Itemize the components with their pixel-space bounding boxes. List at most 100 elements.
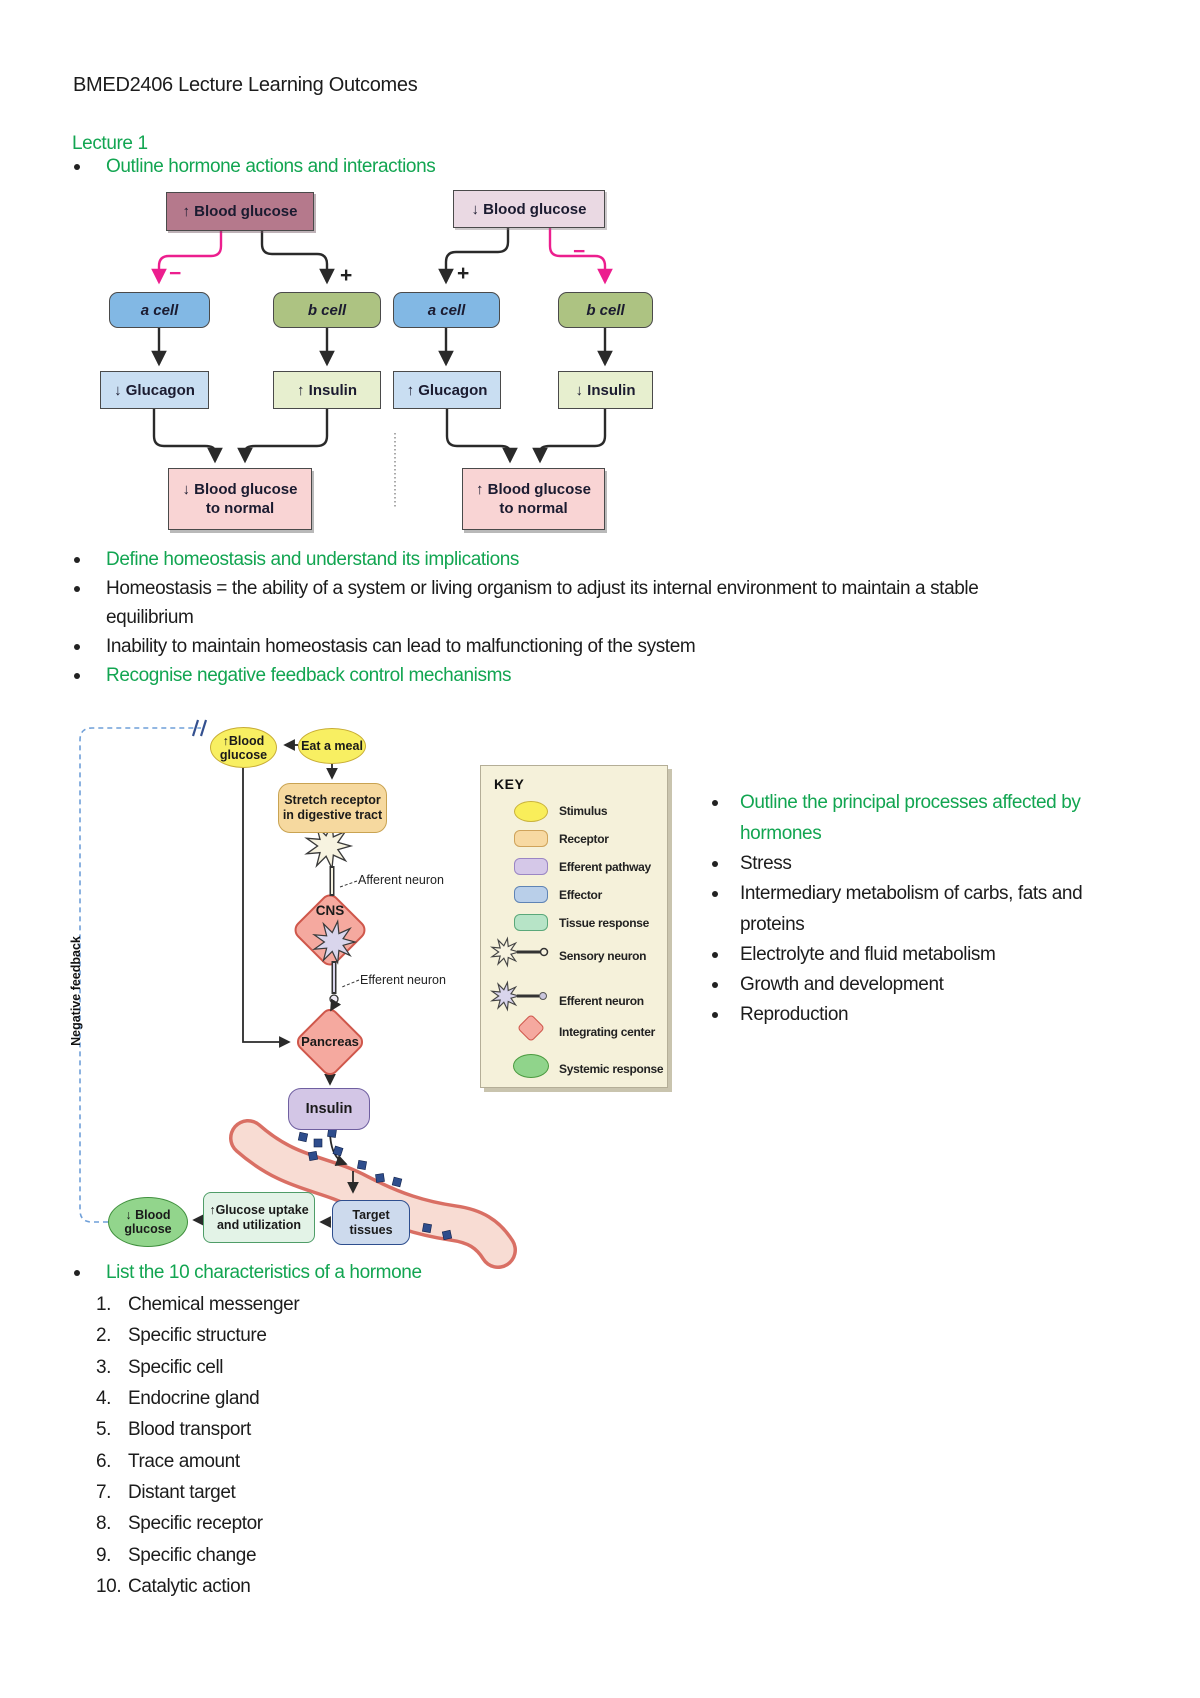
- bullet-dot: [74, 673, 80, 679]
- target-tissues-box: Target tissues: [332, 1200, 410, 1245]
- key-legend: KEY Stimulus Receptor Efferent pathway E…: [480, 765, 668, 1088]
- a-cell-label: a cell: [140, 301, 179, 319]
- item-text: Distant target: [128, 1482, 236, 1504]
- insulin-box-right: ↓ Insulin: [558, 371, 653, 409]
- item-text: Specific change: [128, 1544, 257, 1566]
- item-text: Blood transport: [128, 1419, 251, 1441]
- outcome-define-homeostasis: Define homeostasis and understand its im…: [106, 549, 520, 570]
- receptor-swatch: [514, 830, 548, 847]
- process-electrolyte-fluid: Electrolyte and fluid metabolism: [740, 944, 996, 965]
- b-cell-box-left: b cell: [273, 292, 381, 328]
- response-blood-glucose-ellipse: ↓ Blood glucose: [108, 1197, 188, 1247]
- item-number: 8.: [96, 1513, 112, 1535]
- high-blood-glucose-box: ↑ Blood glucose: [166, 192, 314, 231]
- b-cell-label: b cell: [586, 301, 625, 319]
- item-text: Specific structure: [128, 1325, 267, 1347]
- bullet-dot: [712, 891, 718, 897]
- glucose-uptake-box: ↑Glucose uptake and utilization: [203, 1192, 315, 1243]
- item-text: Catalytic action: [128, 1576, 251, 1598]
- stretch-receptor-box: Stretch receptor in digestive tract: [278, 783, 387, 833]
- key-label-integrating-center: Integrating center: [559, 1025, 655, 1039]
- bullet-dot: [712, 982, 718, 988]
- glucagon-box-left: ↓ Glucagon: [100, 371, 209, 409]
- diagram-negative-feedback-loop: ↑Blood glucose Eat a meal Stretch recept…: [55, 660, 680, 1275]
- insulin-label: ↑ Insulin: [297, 381, 357, 399]
- uptake-line1: ↑Glucose uptake: [209, 1202, 309, 1217]
- item-text: Trace amount: [128, 1450, 240, 1472]
- receptor-line2: in digestive tract: [282, 808, 383, 822]
- bullet-dot: [712, 861, 718, 867]
- result-line2: to normal: [499, 500, 568, 517]
- glucagon-box-right: ↑ Glucagon: [393, 371, 501, 409]
- key-label-effector: Effector: [559, 888, 602, 902]
- homeostasis-definition-line1: Homeostasis = the ability of a system or…: [106, 578, 979, 599]
- item-number: 7.: [96, 1482, 112, 1504]
- glucagon-label: ↑ Glucagon: [406, 381, 488, 399]
- process-intermediary-metabolism-line1: Intermediary metabolism of carbs, fats a…: [740, 883, 1083, 904]
- bullet-dot: [74, 1270, 80, 1276]
- high-blood-glucose-label: ↑ Blood glucose: [182, 203, 298, 220]
- efferent-neuron-label: Efferent neuron: [360, 973, 446, 987]
- pancreas-label: Pancreas: [301, 1034, 359, 1049]
- item-text: Specific receptor: [128, 1513, 263, 1535]
- process-stress: Stress: [740, 853, 792, 874]
- stimulate-sign-left: +: [340, 264, 353, 287]
- key-label-stimulus: Stimulus: [559, 804, 608, 818]
- stimulus-swatch: [514, 801, 548, 822]
- bullet-dot: [74, 644, 80, 650]
- response-line2: glucose: [124, 1222, 172, 1236]
- bullet-dot: [712, 952, 718, 958]
- inhibit-sign-right: −: [573, 240, 586, 263]
- diagram-glucose-regulation: ↑ Blood glucose ↓ Blood glucose − + + − …: [95, 190, 660, 550]
- item-number: 4.: [96, 1388, 112, 1410]
- key-label-systemic-response: Systemic response: [559, 1062, 664, 1076]
- systemic-response-swatch: [513, 1054, 549, 1078]
- eat-a-meal-label: Eat a meal: [301, 739, 363, 753]
- key-label-receptor: Receptor: [559, 832, 609, 846]
- feedback-break-mark: [191, 719, 200, 737]
- a-cell-box-right: a cell: [393, 292, 500, 328]
- list-item: 10.Catalytic action: [96, 1576, 299, 1607]
- outcome-hormone-actions: Outline hormone actions and interactions: [106, 156, 436, 177]
- list-item: 9.Specific change: [96, 1545, 299, 1576]
- insulin-molecules: [297, 1128, 453, 1241]
- bullet-dot: [74, 586, 80, 592]
- result-line1: ↑ Blood glucose: [475, 481, 591, 498]
- hormone-characteristics-list: 1.Chemical messenger 2. Specific structur…: [96, 1294, 300, 1607]
- integrating-center-swatch: [516, 1013, 546, 1043]
- homeostasis-definition-line2: equilibrium: [106, 607, 194, 628]
- item-text: Specific cell: [128, 1356, 224, 1378]
- effector-swatch: [514, 886, 548, 903]
- list-item: 1.Chemical messenger: [96, 1294, 300, 1325]
- b-cell-label: b cell: [307, 301, 347, 319]
- pancreas-diamond: [296, 1008, 364, 1076]
- list-item: 2. Specific structure: [96, 1325, 299, 1356]
- low-blood-glucose-label: ↓ Blood glucose: [471, 200, 587, 218]
- section-heading: Lecture 1: [72, 133, 148, 154]
- bullet-dot: [74, 557, 80, 563]
- inability-homeostasis-text: Inability to maintain homeostasis can le…: [106, 636, 696, 657]
- key-label-efferent-neuron: Efferent neuron: [559, 994, 644, 1008]
- result-box-left: ↓ Blood glucose to normal: [168, 468, 312, 530]
- insulin-box-left: ↑ Insulin: [273, 371, 381, 409]
- process-reproduction: Reproduction: [740, 1004, 849, 1025]
- result-line2: to normal: [205, 500, 275, 517]
- receptor-line1: Stretch receptor: [284, 793, 381, 807]
- insulin-node-label: Insulin: [305, 1100, 353, 1117]
- result-line1: ↓ Blood glucose: [182, 481, 298, 498]
- eat-a-meal-ellipse: Eat a meal: [298, 728, 366, 764]
- negative-feedback-line: [79, 727, 201, 1223]
- outcome-principal-processes-line2: hormones: [740, 823, 822, 844]
- item-number: 5.: [96, 1419, 112, 1441]
- uptake-line2: and utilization: [216, 1217, 302, 1232]
- result-box-right: ↑ Blood glucose to normal: [462, 468, 605, 530]
- item-number: 2.: [96, 1325, 112, 1347]
- key-label-sensory-neuron: Sensory neuron: [559, 949, 647, 963]
- insulin-node-box: Insulin: [288, 1088, 370, 1130]
- efferent-pathway-swatch: [514, 858, 548, 875]
- stimulate-sign-right: +: [457, 262, 470, 285]
- inhibit-sign-left: −: [169, 262, 182, 285]
- negative-feedback-label: Negative feedback: [69, 936, 83, 1046]
- a-cell-box-left: a cell: [109, 292, 210, 328]
